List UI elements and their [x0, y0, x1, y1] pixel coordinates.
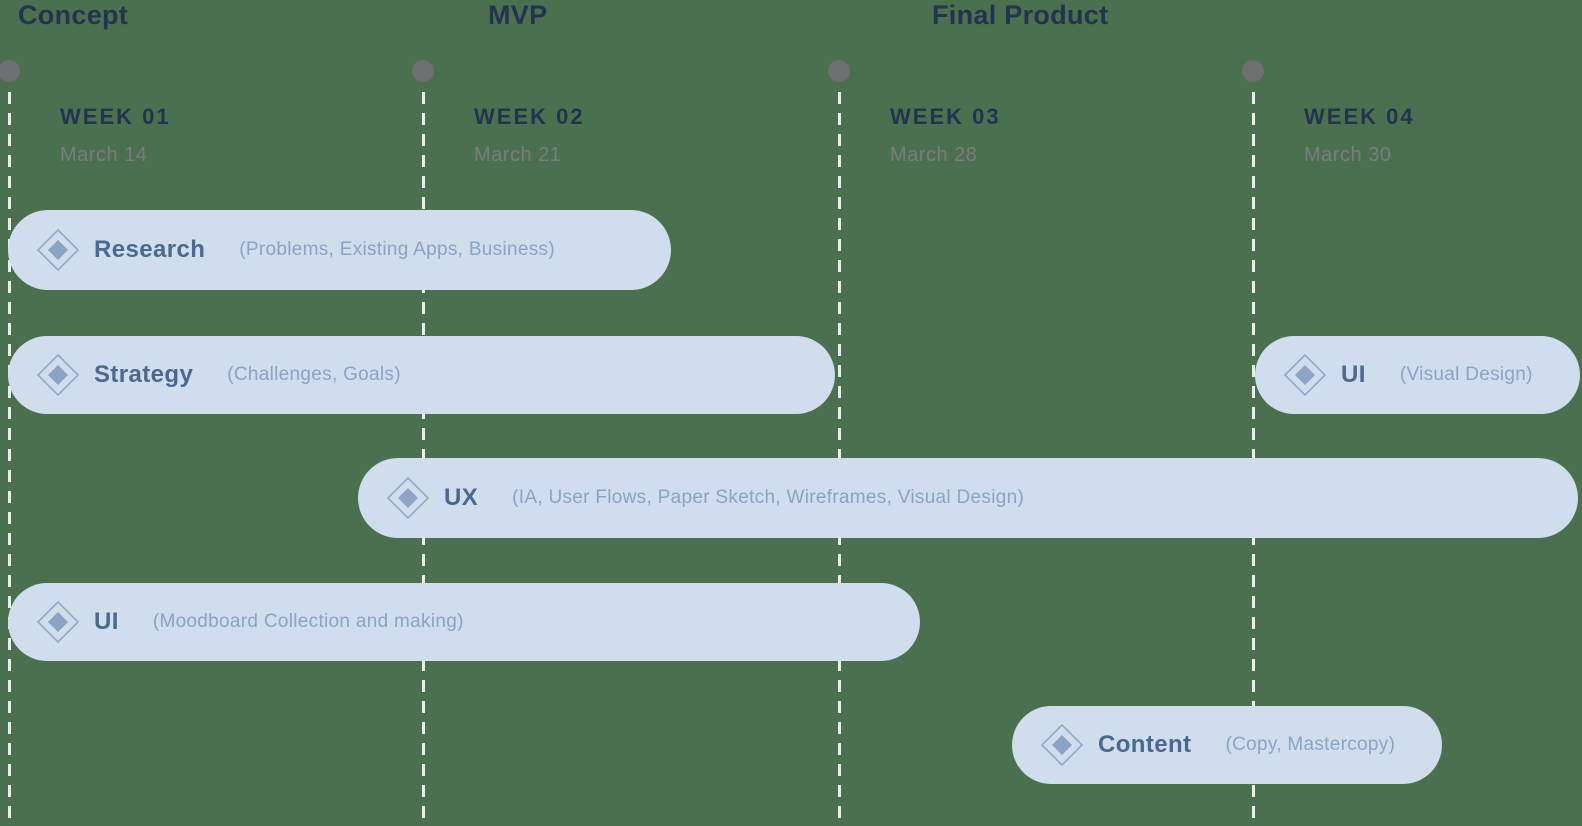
- dashed-line-vertical: [1251, 92, 1255, 820]
- week-title: WEEK 04: [1304, 104, 1415, 129]
- diamond-icon: [1283, 353, 1327, 397]
- task-subtitle: (Challenges, Goals): [227, 364, 401, 385]
- task-subtitle: (Copy, Mastercopy): [1225, 734, 1396, 755]
- diamond-icon: [1040, 723, 1084, 767]
- task-title: UX: [444, 484, 479, 511]
- task-title: Strategy: [94, 361, 194, 388]
- task-title: UI: [94, 608, 119, 635]
- week-header: WEEK 02 March 21: [474, 104, 585, 167]
- week-header: WEEK 03 March 28: [890, 104, 1001, 167]
- phase-label-mvp: MVP: [488, 0, 548, 30]
- diamond-icon: [36, 600, 80, 644]
- week-title: WEEK 02: [474, 104, 585, 129]
- timeline-dot-icon: [828, 60, 850, 82]
- timeline-dot-icon: [1242, 60, 1264, 82]
- task-bar-research[interactable]: Research (Problems, Existing Apps, Busin…: [8, 210, 671, 290]
- task-bar-ui-visual-design[interactable]: UI (Visual Design): [1255, 336, 1580, 414]
- dashed-line-vertical: [7, 92, 11, 820]
- task-bar-ux[interactable]: UX (IA, User Flows, Paper Sketch, Wirefr…: [358, 458, 1578, 538]
- task-subtitle: (IA, User Flows, Paper Sketch, Wireframe…: [512, 487, 1025, 508]
- task-bar-ui-moodboard[interactable]: UI (Moodboard Collection and making): [8, 583, 920, 661]
- task-bar-content[interactable]: Content (Copy, Mastercopy): [1012, 706, 1442, 784]
- week-date: March 21: [474, 144, 562, 166]
- task-title: Research: [94, 236, 206, 263]
- task-subtitle: (Visual Design): [1399, 364, 1533, 385]
- week-header: WEEK 01 March 14: [60, 104, 171, 167]
- phase-label-concept: Concept: [18, 0, 129, 30]
- week-date: March 30: [1304, 144, 1392, 166]
- week-date: March 14: [60, 144, 148, 166]
- timeline-dot-icon: [412, 60, 434, 82]
- diamond-icon: [36, 353, 80, 397]
- timeline-dot-icon: [0, 60, 20, 82]
- task-subtitle: (Moodboard Collection and making): [152, 611, 464, 632]
- week-date: March 28: [890, 144, 978, 166]
- task-subtitle: (Problems, Existing Apps, Business): [239, 239, 555, 260]
- week-title: WEEK 03: [890, 104, 1001, 129]
- diamond-icon: [36, 228, 80, 272]
- task-title: UI: [1341, 361, 1366, 388]
- dashed-line-vertical: [421, 92, 425, 820]
- phase-label-final-product: Final Product: [932, 0, 1109, 30]
- task-title: Content: [1098, 731, 1192, 758]
- diamond-icon: [386, 476, 430, 520]
- dashed-line-vertical: [837, 92, 841, 820]
- task-bar-strategy[interactable]: Strategy (Challenges, Goals): [8, 336, 835, 414]
- week-header: WEEK 04 March 30: [1304, 104, 1415, 167]
- week-title: WEEK 01: [60, 104, 171, 129]
